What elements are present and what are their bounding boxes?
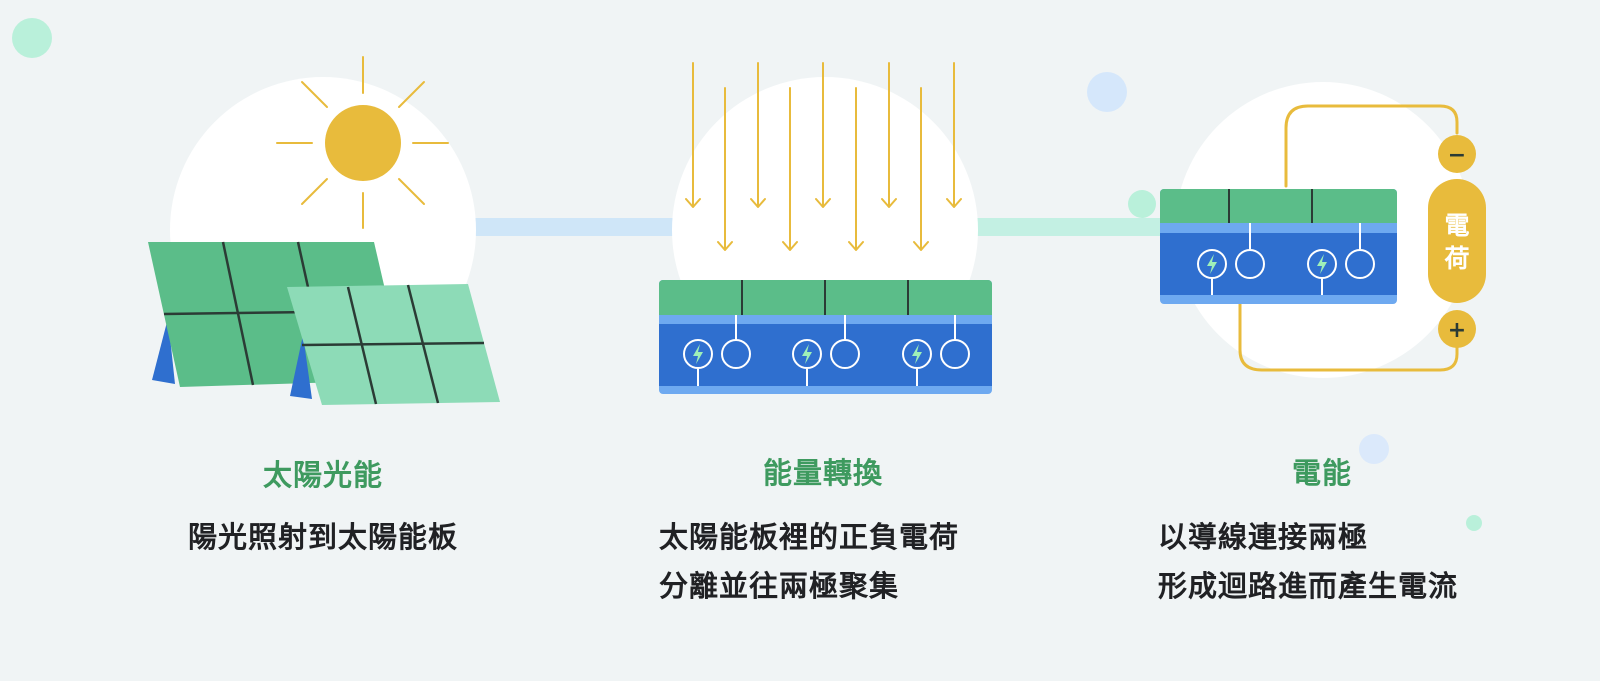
minus-terminal (1438, 135, 1476, 173)
step-3-line-2: 形成迴路進而產生電流 (1158, 569, 1459, 603)
circuit-wire (1238, 104, 1459, 372)
decor-dot (1359, 434, 1389, 464)
lightning-charge-icon (792, 339, 822, 369)
step-3-line-1: 以導線連接兩極 (1158, 520, 1369, 554)
connector-band-right (970, 218, 1170, 236)
solar-cell-cross-section-2 (1160, 189, 1397, 304)
decor-dot (12, 18, 52, 58)
step-3-title: 電能 (1291, 456, 1352, 490)
empty-charge-icon (830, 339, 860, 369)
step-1-title: 太陽光能 (262, 458, 383, 492)
sunlight-arrow-icon (685, 62, 962, 251)
battery-body (1428, 179, 1486, 303)
solar-cell-cross-section (659, 280, 992, 394)
step-3-description: 以導線連接兩極 形成迴路進而產生電流 (1158, 513, 1458, 611)
battery-icon: − 電 荷 + (1428, 135, 1486, 348)
plus-terminal (1438, 310, 1476, 348)
step-2-line-1: 太陽能板裡的正負電荷 (659, 520, 960, 554)
step-2-line-2: 分離並往兩極聚集 (659, 569, 900, 603)
step-2-description: 太陽能板裡的正負電荷 分離並往兩極聚集 (659, 513, 959, 611)
minus-symbol: − (1448, 143, 1466, 168)
step-2-title: 能量轉換 (762, 456, 883, 490)
sun-icon (276, 56, 449, 229)
empty-charge-icon (1235, 249, 1265, 279)
lightning-charge-icon (1197, 249, 1227, 279)
empty-charge-icon (721, 339, 751, 369)
empty-charge-icon (940, 339, 970, 369)
decor-dot (1128, 190, 1156, 218)
step-1-description: 陽光照射到太陽能板 (123, 513, 523, 562)
plus-symbol: + (1448, 318, 1466, 343)
decor-dot (1466, 515, 1482, 531)
solar-panel-icon (148, 241, 500, 405)
empty-charge-icon (1345, 249, 1375, 279)
step-1-line-1: 陽光照射到太陽能板 (187, 520, 458, 554)
lightning-charge-icon (902, 339, 932, 369)
lightning-charge-icon (683, 339, 713, 369)
battery-label-line1: 電 (1444, 211, 1469, 240)
battery-label-line2: 荷 (1444, 244, 1469, 273)
decor-dot (1087, 72, 1127, 112)
connector-band-left (460, 218, 680, 236)
lightning-charge-icon (1307, 249, 1337, 279)
